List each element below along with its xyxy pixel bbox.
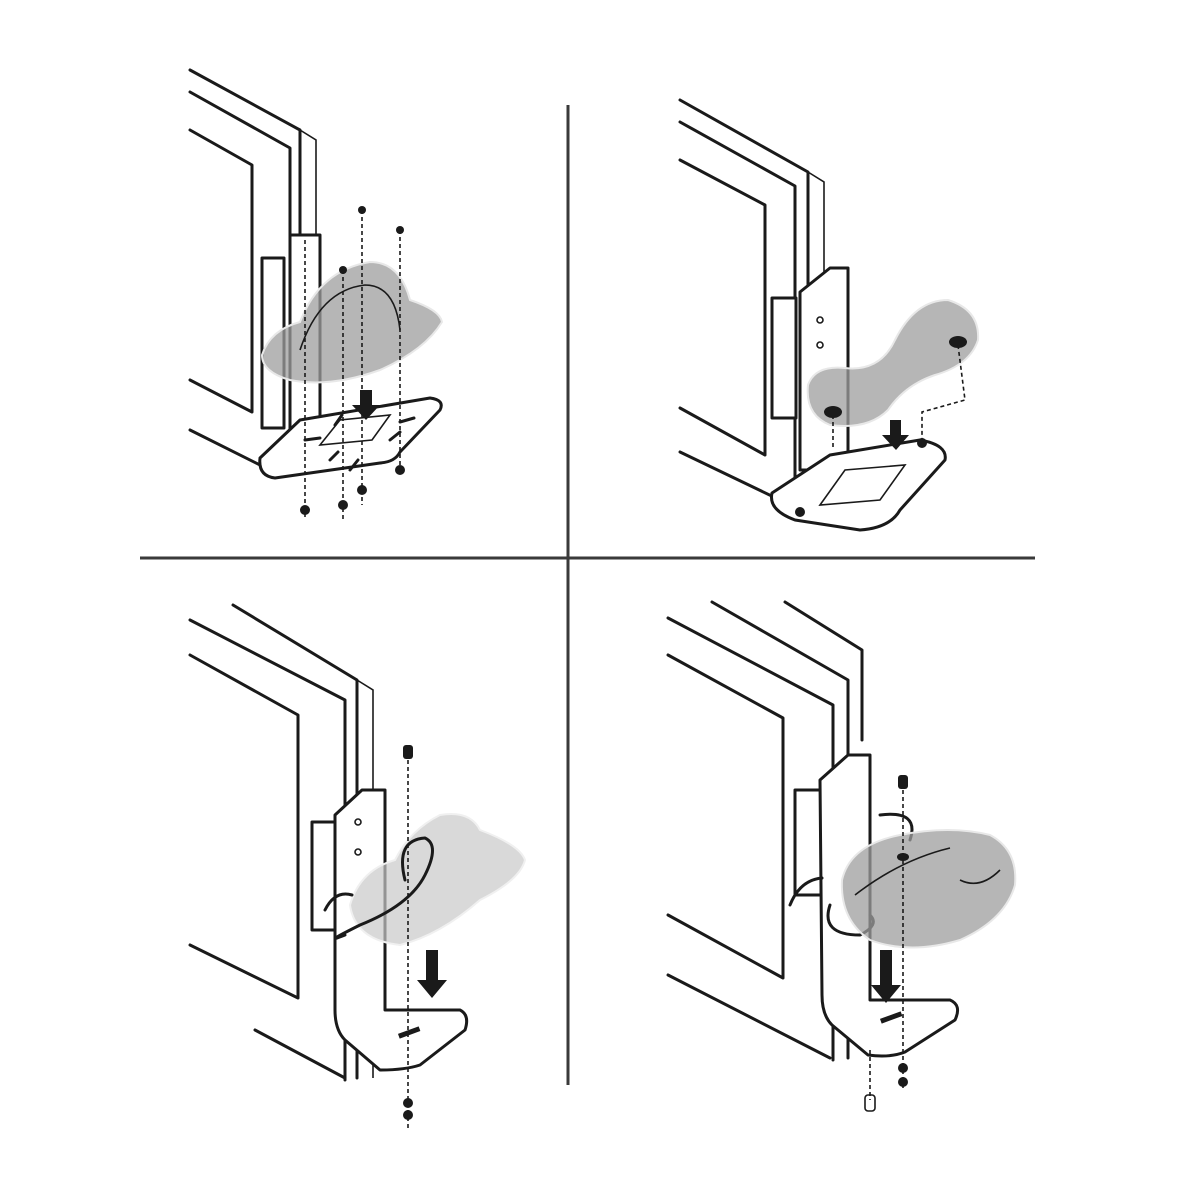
step-2-panel <box>678 98 980 532</box>
curved-arrow-icon <box>788 876 824 907</box>
down-arrow-icon <box>882 420 909 450</box>
mouse-pad <box>806 298 980 427</box>
down-arrow-icon <box>352 390 380 420</box>
mouse-pad <box>840 829 1017 949</box>
down-arrow-icon <box>417 950 447 998</box>
screws <box>300 206 405 520</box>
curved-arrow-icon <box>323 892 354 912</box>
base-plate <box>769 438 947 532</box>
l-bracket <box>310 788 469 1072</box>
cable <box>333 836 434 940</box>
down-arrow-icon <box>871 950 901 1003</box>
step-3-panel <box>188 603 527 1130</box>
mouse-pad <box>348 813 527 947</box>
step-1-panel <box>188 68 444 520</box>
step-4-panel <box>666 600 1017 1112</box>
base-plate <box>258 396 443 480</box>
